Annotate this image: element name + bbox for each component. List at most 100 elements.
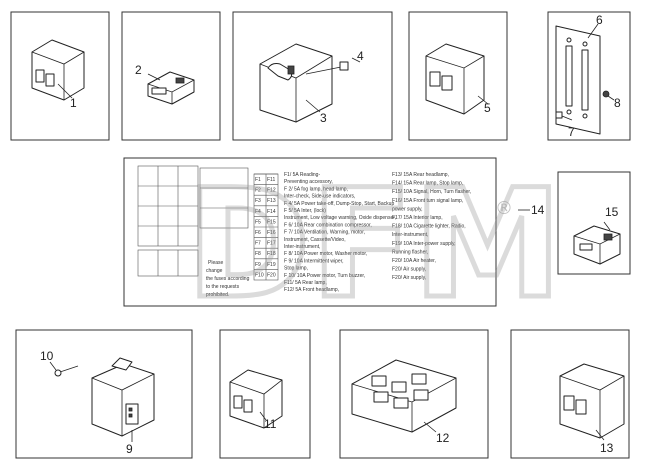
fuse-list-line: power supply, xyxy=(392,206,422,212)
decal-fuse-list-col2: F13/ 15A Rear headlamp, F14/ 15A Rear lam… xyxy=(392,172,471,281)
fuse-list-line: F 4/ 5A Power take-off, Dump-Stop, Start… xyxy=(284,201,394,207)
callout-9: 9 xyxy=(126,442,133,456)
fuse-list-line: F 5/ 5A Inter, (lock) xyxy=(284,208,326,214)
fuse-list-line: Instrument, Low voltage warning, Oxide d… xyxy=(284,215,396,221)
fuse-list-line: F 8/ 10A Power motor, Washer motor, xyxy=(284,251,367,257)
fuse-id-right: F13 xyxy=(267,198,276,204)
screw-10-drawing xyxy=(54,365,79,377)
panel-part-3-4: 4 3 xyxy=(232,11,393,141)
fuse-list-line: Inter-check, Side-use indicators, xyxy=(284,194,355,200)
watermark: DFM ® xyxy=(184,156,565,335)
fuse-list-line: Inter-instrument, xyxy=(284,244,320,250)
fuse-id-left: F10 xyxy=(255,272,264,278)
fuse-id-right: F11 xyxy=(267,177,275,183)
panel-part-12: 12 xyxy=(339,329,489,459)
callout-7: 7 xyxy=(568,125,575,139)
decal-note-1: change xyxy=(206,268,223,274)
fuse-list-line: F 2/ 5A fog lamp, head lamp, xyxy=(284,186,348,192)
decal-fuse-list-col1: F1/ 5A Reading-Preventing accessory,F 2/… xyxy=(284,172,396,293)
fuse-id-left: F4 xyxy=(255,209,261,215)
fuse-id-left: F9 xyxy=(255,262,261,268)
callout-4: 4 xyxy=(357,49,364,63)
callout-2: 2 xyxy=(135,63,142,77)
decal-notes: Please change the fuses according to the… xyxy=(206,260,250,298)
watermark-registered-mark: ® xyxy=(495,198,513,219)
fuse-id-right: F12 xyxy=(267,188,276,194)
relay-1-drawing xyxy=(31,39,85,101)
fuse-list-line: F20/ Air supply, xyxy=(392,267,426,273)
fuse-list-line: Stop lamp, xyxy=(284,266,308,272)
callout-11: 11 xyxy=(264,417,277,431)
callout-10: 10 xyxy=(40,349,54,363)
fuse-list-line: F18/ 10A Cigarette lighter, Radio, xyxy=(392,224,466,230)
fuse-list-line: F 10/ 10A Power motor, Turn buzzer, xyxy=(284,273,365,279)
panel-part-15: 15 xyxy=(557,171,631,275)
mounting-plate-6-drawing xyxy=(555,25,601,135)
fuse-list-line: F16/ 15A Front turn signal lamp, xyxy=(392,198,463,204)
fuse-list-line: F13/ 15A Rear headlamp, xyxy=(392,172,449,178)
fuse-id-right: F19 xyxy=(267,262,276,268)
callout-13: 13 xyxy=(600,441,614,455)
fuse-list-line: F11/ 5A Rear lamp, xyxy=(284,280,327,286)
decal-note-0: Please xyxy=(208,260,224,266)
fuse-list-line: F19/ 10A Inter-power supply, xyxy=(392,241,456,247)
flasher-9-drawing xyxy=(91,357,155,437)
fuse-id-right: F18 xyxy=(267,251,276,257)
fuse-list-line: F12/ 5A Front headlamp, xyxy=(284,287,339,293)
connector-15-drawing xyxy=(573,225,621,265)
panel-part-14-decal: Please change the fuses according to the… xyxy=(123,157,497,307)
nut-8-drawing xyxy=(602,90,610,98)
fuse-id-left: F7 xyxy=(255,241,261,247)
screw-7-drawing xyxy=(555,111,573,121)
relay-base-12-drawing xyxy=(351,359,457,433)
fuse-id-left: F3 xyxy=(255,198,261,204)
panel-part-5: 5 xyxy=(408,11,508,141)
callout-6: 6 xyxy=(596,13,603,27)
panel-part-9-10: 10 9 xyxy=(15,329,193,459)
decal-note-4: prohibited. xyxy=(206,292,229,298)
fuse-id-left: F5 xyxy=(255,219,261,225)
fuse-id-right: F14 xyxy=(267,209,276,215)
fuse-list-line: F1/ 5A Reading- xyxy=(284,172,320,178)
relay-5-drawing xyxy=(425,43,485,115)
fuse-id-right: F16 xyxy=(267,230,276,236)
fuse-id-left: F2 xyxy=(255,188,261,194)
callout-8: 8 xyxy=(614,96,621,110)
fuse-list-line: F 6/ 10A Rear combination compressor, xyxy=(284,222,372,228)
fuse-id-right: F17 xyxy=(267,241,276,247)
fuse-list-line: Instrument, Cassette/Video, xyxy=(284,237,346,243)
callout-15: 15 xyxy=(605,205,619,219)
watermark-text: DFM xyxy=(186,158,562,332)
fuse-id-right: F15 xyxy=(267,219,276,225)
callout-1: 1 xyxy=(70,96,77,110)
decal-note-3: to the requests xyxy=(206,284,240,290)
fuse-list-line: F14/ 15A Rear lamp, Stop lamp, xyxy=(392,181,463,187)
fuse-list-line: F20/ Air supply, xyxy=(392,275,426,281)
callout-12: 12 xyxy=(436,431,450,445)
fuse-id-left: F8 xyxy=(255,251,261,257)
fuse-list-line: F 7/ 10A Ventilation, Warning, motor, xyxy=(284,230,365,236)
fuse-id-left: F1 xyxy=(255,177,261,183)
panel-part-13: 13 xyxy=(510,329,630,459)
fuse-list-line: F17/ 15A Interior lamp, xyxy=(392,215,443,221)
fuse-list-line: Running flasher, xyxy=(392,249,428,255)
fuse-list-line: F15/ 10A Signal, Horn, Turn flasher, xyxy=(392,189,471,195)
decal-left-table xyxy=(137,165,249,277)
fuse-id-right: F20 xyxy=(267,272,276,278)
callout-3: 3 xyxy=(320,111,327,125)
fuse-list-line: Inter-instrument, xyxy=(392,232,428,238)
fuse-housing-3-drawing xyxy=(259,43,333,123)
fuse-id-left: F6 xyxy=(255,230,261,236)
panel-part-2: 2 xyxy=(121,11,221,141)
callout-5: 5 xyxy=(484,101,491,115)
fuse-list-line: Preventing accessory, xyxy=(284,179,333,185)
panel-part-1: 1 xyxy=(10,11,110,141)
decal-note-2: the fuses according xyxy=(206,276,250,282)
panel-part-6-7-8: 6 8 7 xyxy=(547,11,631,141)
relay-13-drawing xyxy=(559,363,625,439)
fuse-list-line: F 9/ 10A Intermittent wiper, xyxy=(284,258,343,264)
callout-14: 14 xyxy=(531,203,545,217)
fuse-list-line: F20/ 10A Air heater, xyxy=(392,258,436,264)
